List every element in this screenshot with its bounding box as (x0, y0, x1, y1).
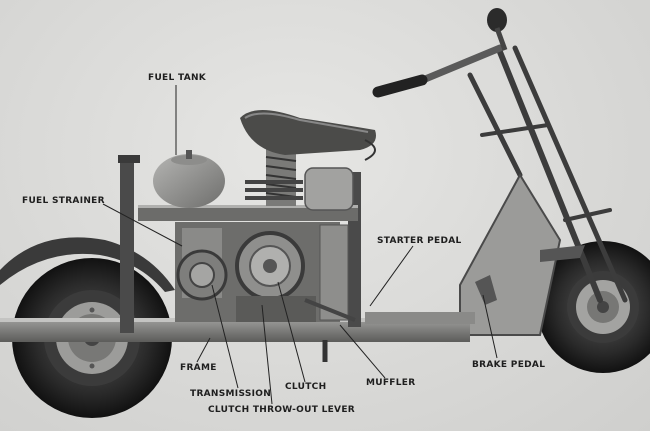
fuel-tank-part (153, 150, 225, 208)
label-clutch: CLUTCH (285, 382, 327, 392)
leader-lines (102, 85, 498, 405)
seat (240, 110, 376, 206)
steering-column (467, 45, 628, 303)
label-brake-pedal: BRAKE PEDAL (472, 360, 546, 370)
label-transmission: TRANSMISSION (190, 389, 272, 399)
label-starter-pedal: STARTER PEDAL (377, 236, 462, 246)
brake-pedal-part (475, 275, 497, 305)
cylinder-fins (245, 180, 303, 200)
handlebar (372, 8, 508, 98)
tool-box (304, 167, 354, 211)
label-muffler: MUFFLER (366, 378, 416, 388)
label-fuel-strainer: FUEL STRAINER (22, 196, 105, 206)
label-frame: FRAME (180, 363, 217, 373)
label-clutch-throw-out-lever: CLUTCH THROW-OUT LEVER (208, 405, 356, 415)
engine (175, 222, 356, 322)
label-fuel-tank: FUEL TANK (148, 73, 207, 83)
